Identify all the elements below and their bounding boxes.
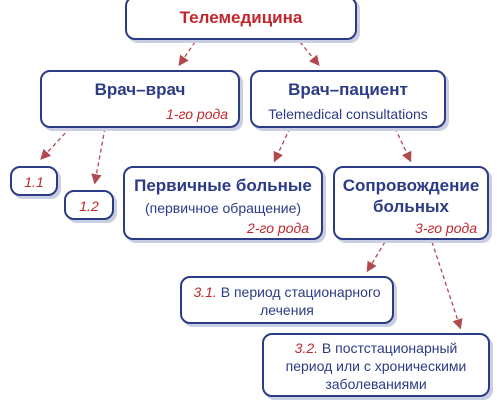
- arrow-follow-up-to-3-1: [366, 241, 386, 273]
- root-title: Телемедицина: [179, 8, 303, 27]
- arrow-doctor-doctor-to-1-2: [91, 127, 106, 185]
- item-3-2-node: 3.2. В постстационарный период или с хро…: [262, 333, 490, 397]
- arrow-doctor-patient-to-follow-up: [394, 127, 412, 163]
- follow-up-title-line2: больных: [373, 197, 449, 216]
- doctor-doctor-title: Врач–врач: [94, 80, 186, 99]
- item-1-1-node: 1.1: [10, 166, 58, 196]
- item-3-2-text-line3: заболеваниями: [325, 376, 427, 392]
- arrow-root-to-doctor-patient: [299, 41, 320, 67]
- primary-patients-node: Первичные больные (первичное обращение) …: [123, 166, 323, 240]
- item-3-1-text-line2: лечения: [260, 302, 314, 318]
- item-3-1-text-line1: В период стационарного: [220, 284, 381, 300]
- doctor-doctor-type: 1-го рода: [166, 106, 228, 122]
- doctor-patient-subtitle: Telemedical consultations: [268, 106, 428, 122]
- primary-patients-subtitle: (первичное обращение): [144, 200, 302, 216]
- item-1-2-node: 1.2: [64, 190, 114, 220]
- item-3-2-text-line1: В постстационарный: [321, 340, 458, 356]
- primary-patients-type: 2-го рода: [247, 220, 309, 236]
- item-1-2-label: 1.2: [79, 198, 99, 214]
- item-3-1-line1: 3.1. В период стационарного: [182, 284, 392, 300]
- arrow-follow-up-to-3-2: [431, 241, 463, 330]
- item-3-2-line1: 3.2. В постстационарный: [264, 340, 488, 356]
- item-3-1-number: 3.1.: [193, 284, 217, 300]
- doctor-patient-node: Врач–пациент Telemedical consultations: [250, 70, 446, 128]
- item-3-2-text-line2: период или с хроническими: [285, 358, 467, 374]
- doctor-patient-title: Врач–пациент: [288, 80, 408, 99]
- item-3-1-node: 3.1. В период стационарного лечения: [180, 276, 394, 324]
- arrow-root-to-doctor-doctor: [178, 41, 196, 67]
- follow-up-node: Сопровождение больных 3-го рода: [333, 166, 489, 240]
- arrow-doctor-doctor-to-1-1: [40, 127, 71, 160]
- follow-up-type: 3-го рода: [415, 220, 477, 236]
- item-1-1-label: 1.1: [24, 174, 44, 190]
- follow-up-title-line1: Сопровождение: [342, 176, 480, 195]
- item-3-2-number: 3.2.: [294, 340, 319, 356]
- root-node: Телемедицина: [125, 0, 357, 40]
- doctor-doctor-node: Врач–врач 1-го рода: [40, 70, 240, 128]
- arrow-doctor-patient-to-primary: [273, 127, 291, 163]
- primary-patients-title: Первичные больные: [134, 176, 312, 195]
